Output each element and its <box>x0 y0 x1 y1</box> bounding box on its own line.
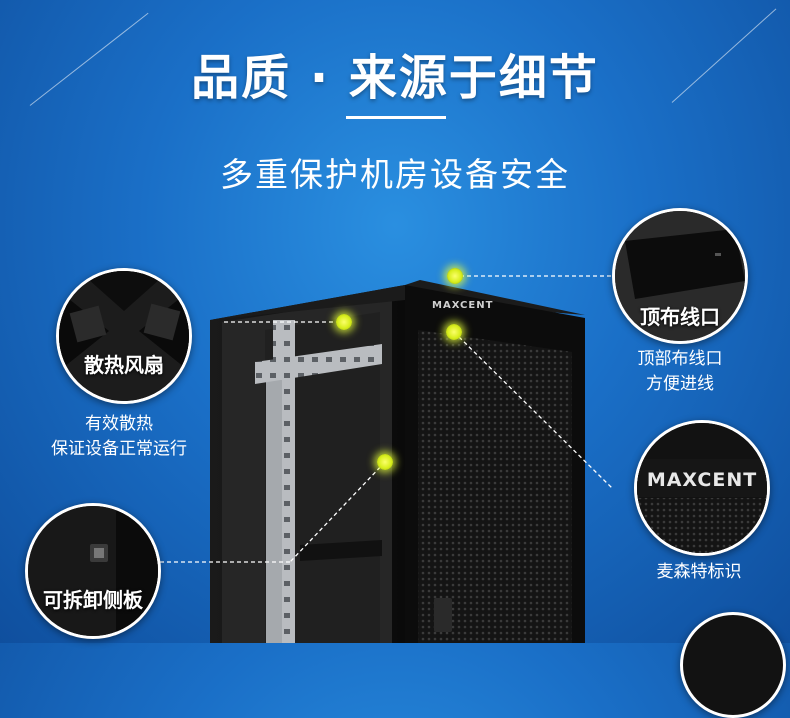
hotspot-side-panel[interactable] <box>377 454 393 470</box>
fan-detail-circle: 散热风扇 <box>56 268 192 404</box>
title-divider <box>346 116 446 119</box>
top-cable-desc-line: 方便进线 <box>646 374 714 394</box>
top-cable-description: 顶部布线口 方便进线 <box>610 347 750 397</box>
fan-grille-image <box>59 271 189 401</box>
server-cabinet-illustration <box>210 280 585 643</box>
brand-logo-text: MAXCENT <box>646 469 758 491</box>
brand-logo-caption: 麦森特标识 <box>656 562 742 582</box>
brand-logo-detail-circle: MAXCENT <box>634 420 770 556</box>
side-panel-label: 可拆卸侧板 <box>43 588 143 612</box>
fan-label: 散热风扇 <box>84 353 164 377</box>
page-title: 品质 · 来源于细节 <box>191 50 599 106</box>
top-cable-image <box>615 211 745 341</box>
top-cable-desc-line: 顶部布线口 <box>637 349 723 369</box>
side-panel-detail-circle: 可拆卸侧板 <box>25 503 161 639</box>
top-cable-detail-circle: 顶布线口 <box>612 208 748 344</box>
hotspot-top-cable-entry[interactable] <box>447 268 463 284</box>
top-cable-label: 顶布线口 <box>640 305 720 329</box>
page-subtitle: 多重保护机房设备安全 <box>220 155 570 194</box>
hotspot-brand-logo[interactable] <box>446 324 462 340</box>
partial-detail-circle <box>680 612 786 718</box>
hotspot-fan[interactable] <box>336 314 352 330</box>
fan-desc-line: 有效散热 <box>85 414 153 434</box>
fan-description: 有效散热 保证设备正常运行 <box>14 412 224 462</box>
fan-desc-line: 保证设备正常运行 <box>51 439 187 459</box>
cabinet-brand-text: MAXCENT <box>432 300 494 311</box>
side-panel-image <box>28 506 158 636</box>
